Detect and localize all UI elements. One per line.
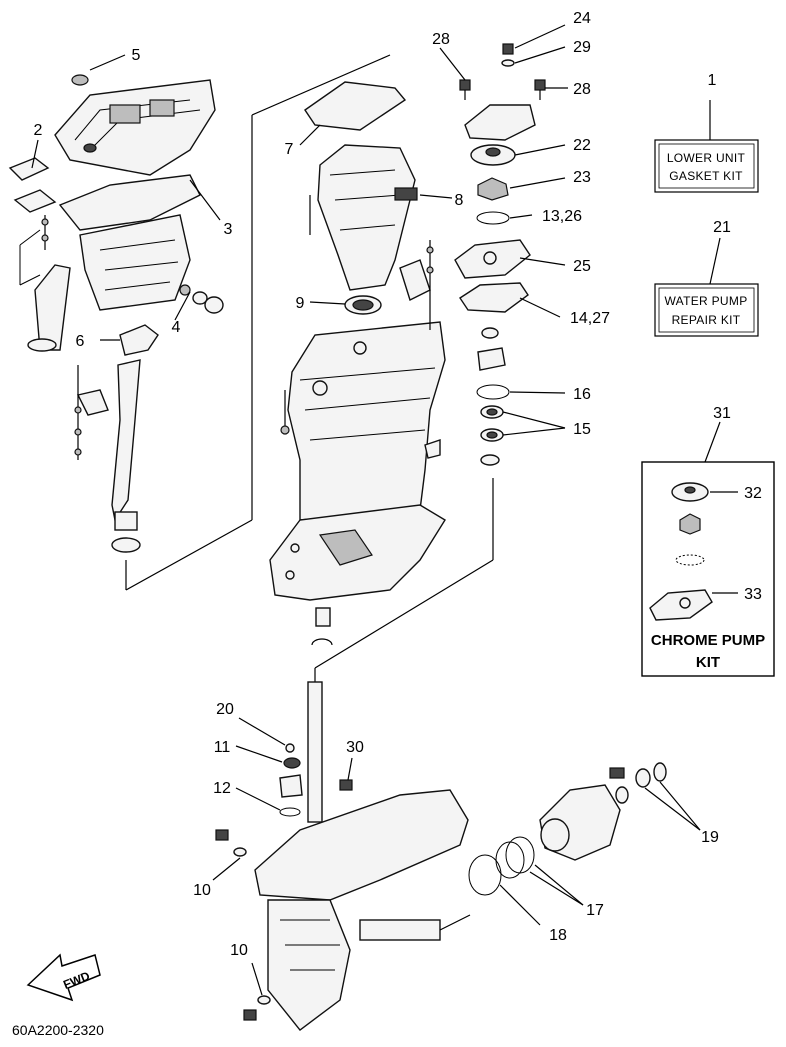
lower-unit-gasket-kit-line2: GASKET KIT bbox=[669, 169, 743, 183]
callout-17: 17 bbox=[586, 902, 604, 919]
callout-leaders bbox=[31, 24, 738, 996]
fwd-direction-arrow: FWD bbox=[26, 953, 101, 1002]
diagram-code: 60A2200-2320 bbox=[12, 1022, 104, 1038]
callout-18: 18 bbox=[549, 927, 567, 944]
callout-19: 19 bbox=[701, 829, 719, 846]
callout-29: 29 bbox=[573, 39, 591, 56]
callout-22: 22 bbox=[573, 137, 591, 154]
callout-12: 12 bbox=[213, 780, 231, 797]
water-pump-stack bbox=[454, 43, 546, 466]
callout-32: 32 bbox=[744, 485, 762, 502]
callout-10-upper: 10 bbox=[193, 882, 211, 899]
water-pump-repair-kit-line2: REPAIR KIT bbox=[672, 313, 741, 327]
lower-unit-gasket-kit-line1: LOWER UNIT bbox=[667, 151, 746, 165]
callout-11: 11 bbox=[214, 739, 231, 756]
water-pump-repair-kit-box: WATER PUMP REPAIR KIT bbox=[654, 283, 759, 337]
callout-33: 33 bbox=[744, 586, 762, 603]
callout-numbers: 1 2 3 4 5 6 7 8 9 10 10 11 12 13,26 14,2… bbox=[34, 10, 762, 959]
callout-23: 23 bbox=[573, 169, 591, 186]
callout-25: 25 bbox=[573, 258, 591, 275]
callout-3: 3 bbox=[224, 221, 233, 238]
chrome-pump-kit-box: CHROME PUMP KIT bbox=[641, 461, 775, 677]
callout-1: 1 bbox=[708, 72, 717, 89]
lower-unit-part bbox=[215, 681, 667, 1031]
lower-unit-gasket-kit-box: LOWER UNIT GASKET KIT bbox=[654, 139, 759, 193]
callout-30: 30 bbox=[346, 739, 364, 756]
callout-28-right: 28 bbox=[573, 81, 591, 98]
callout-28-left: 28 bbox=[432, 31, 450, 48]
water-pump-repair-kit-line1: WATER PUMP bbox=[665, 294, 748, 308]
chrome-pump-kit-line1: CHROME PUMP bbox=[651, 632, 765, 649]
callout-10-lower: 10 bbox=[230, 942, 248, 959]
upper-casing-part bbox=[8, 74, 224, 553]
callout-15: 15 bbox=[573, 421, 591, 438]
callout-16: 16 bbox=[573, 386, 591, 403]
callout-13-26: 13,26 bbox=[542, 208, 582, 225]
callout-9: 9 bbox=[296, 295, 305, 312]
callout-24: 24 bbox=[573, 10, 591, 27]
drive-shaft-housing-part bbox=[269, 81, 446, 646]
callout-14-27: 14,27 bbox=[570, 310, 610, 327]
callout-4: 4 bbox=[172, 319, 181, 336]
callout-31: 31 bbox=[713, 405, 731, 422]
callout-5: 5 bbox=[132, 47, 141, 64]
callout-21: 21 bbox=[713, 219, 731, 236]
callout-2: 2 bbox=[34, 122, 43, 139]
callout-20: 20 bbox=[216, 701, 234, 718]
chrome-pump-kit-line2: KIT bbox=[696, 654, 720, 671]
callout-7: 7 bbox=[285, 141, 294, 158]
callout-8: 8 bbox=[455, 192, 464, 209]
callout-6: 6 bbox=[76, 333, 85, 350]
